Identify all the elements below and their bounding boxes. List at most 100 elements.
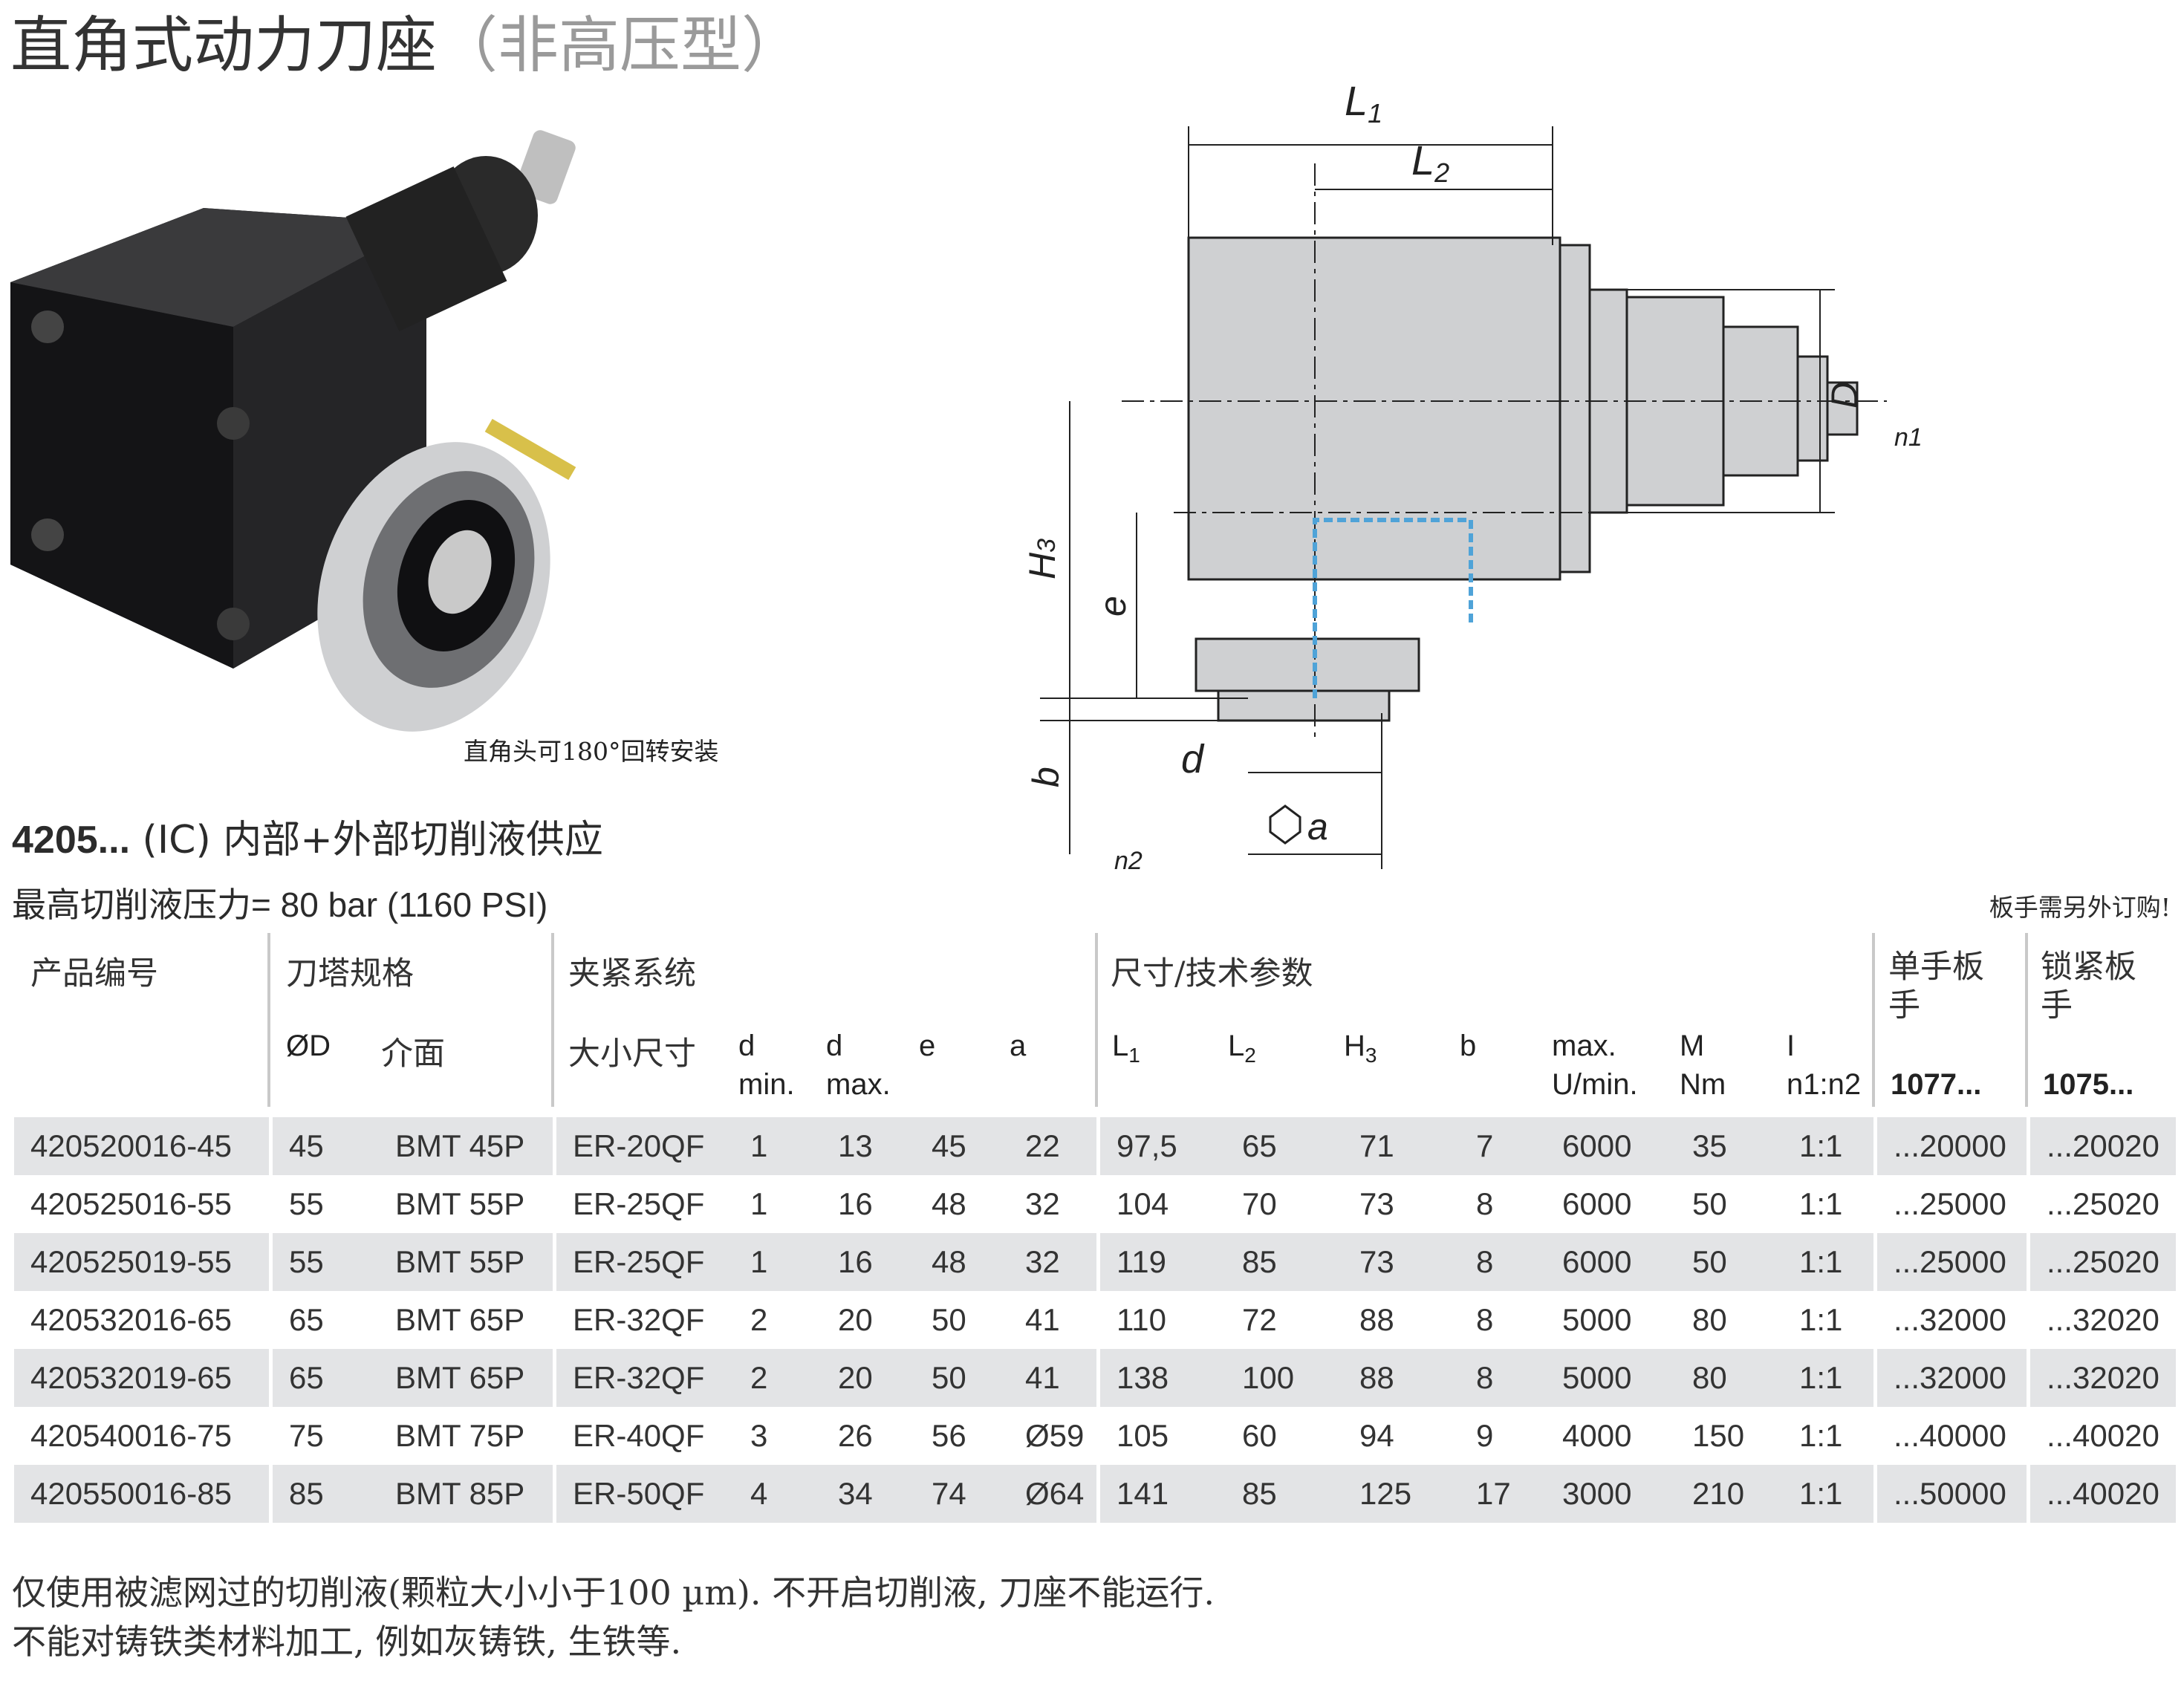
- cell-b: 17: [1460, 1465, 1546, 1523]
- header-H3: H3: [1344, 1030, 1377, 1067]
- header-L2: L2: [1228, 1030, 1256, 1067]
- cell-L1: 104: [1096, 1175, 1226, 1233]
- cell-d-min: 1: [734, 1233, 822, 1291]
- header-wrench2-code: 1075...: [2043, 1068, 2134, 1101]
- cell-ratio: 1:1: [1783, 1233, 1873, 1291]
- cell-L2: 85: [1226, 1233, 1343, 1291]
- cell-collet-size: ER-25QF: [553, 1175, 734, 1233]
- header-dmax-sub: max.: [826, 1068, 891, 1101]
- cell-product-number: 420520016-45: [14, 1117, 269, 1175]
- cell-single-wrench: ...32000: [1873, 1291, 2027, 1349]
- cell-interface: BMT 55P: [379, 1233, 553, 1291]
- cell-ratio: 1:1: [1783, 1349, 1873, 1407]
- cell-H3: 88: [1343, 1349, 1460, 1407]
- header-dims: 尺寸/技术参数: [1111, 955, 1313, 992]
- cell-max-rpm: 3000: [1546, 1465, 1676, 1523]
- cell-e: 74: [915, 1465, 1009, 1523]
- cell-torque: 150: [1692, 1418, 1745, 1453]
- label-e: e: [1092, 596, 1134, 617]
- cell-d-min: 4: [734, 1465, 822, 1523]
- cell-collet-size: ER-32QF: [553, 1291, 734, 1349]
- cell-L2: 85: [1226, 1465, 1343, 1523]
- cell-a: 41: [1009, 1349, 1096, 1407]
- cell-d-max: 16: [838, 1186, 873, 1221]
- cell-collet-size: ER-50QF: [553, 1465, 734, 1523]
- label-d: d: [1181, 737, 1205, 781]
- cell-L1: 110: [1096, 1291, 1226, 1349]
- cell-H3: 125: [1343, 1465, 1460, 1523]
- cell-d-max: 13: [822, 1117, 915, 1175]
- header-product: 产品编号: [30, 955, 158, 992]
- cell-single-wrench: ...32000: [1873, 1349, 2027, 1407]
- header-a: a: [1010, 1030, 1027, 1062]
- cell-H3: 71: [1343, 1117, 1460, 1175]
- cell-b: 8: [1460, 1349, 1546, 1407]
- table-header: 产品编号 刀塔规格 夹紧系统 尺寸/技术参数 单手板手 锁紧板手 ØD 介面 大…: [14, 933, 2176, 1111]
- photo-caption: 直角头可180°回转安装: [464, 737, 719, 766]
- wrench-note: 板手需另外订购!: [1989, 893, 2171, 922]
- cell-single-wrench: ...25000: [1873, 1233, 2027, 1291]
- cell-b: 8: [1476, 1186, 1494, 1221]
- cell-product-number: 420525016-55: [30, 1186, 232, 1221]
- header-clamp: 夹紧系统: [568, 955, 696, 992]
- label-D: D: [1824, 382, 1865, 409]
- cell-b: 9: [1476, 1418, 1494, 1453]
- cell-e: 48: [915, 1233, 1009, 1291]
- label-n1: n1: [1894, 423, 1923, 452]
- cell-product-number: 420550016-85: [14, 1465, 269, 1523]
- cell-product-number: 420525019-55: [14, 1233, 269, 1291]
- footer-note-2: 不能对铸铁类材料加工, 例如灰铸铁, 生铁等.: [12, 1622, 682, 1662]
- cell-od: 55: [269, 1233, 379, 1291]
- header-od: ØD: [286, 1030, 331, 1062]
- label-n2: n2: [1114, 847, 1143, 875]
- cell-L1: 97,5: [1096, 1117, 1226, 1175]
- cell-interface: BMT 85P: [379, 1465, 553, 1523]
- cell-interface: BMT 65P: [395, 1302, 525, 1337]
- cell-product-number: 420532019-65: [14, 1349, 269, 1407]
- label-b: b: [1025, 767, 1067, 787]
- cell-interface: BMT 45P: [379, 1117, 553, 1175]
- header-dmax: d: [826, 1030, 843, 1062]
- header-torque: M: [1680, 1030, 1705, 1062]
- cell-single-wrench: ...25000: [1873, 1175, 2027, 1233]
- cell-max-rpm: 4000: [1562, 1418, 1632, 1453]
- cell-d-min: 2: [750, 1302, 768, 1337]
- cell-collet-size: ER-32QF: [553, 1349, 734, 1407]
- cell-interface: BMT 55P: [395, 1186, 525, 1221]
- cell-d-min: 1: [734, 1117, 822, 1175]
- technical-drawing: L1 L2 D n1 H3 e b d n2 a: [1025, 77, 1923, 875]
- cell-lock-wrench: ...32020: [2027, 1291, 2176, 1349]
- cell-d-max: 34: [822, 1465, 915, 1523]
- cell-lock-wrench: ...25020: [2027, 1233, 2176, 1291]
- header-ratio: I: [1787, 1030, 1795, 1062]
- cell-torque: 35: [1676, 1117, 1783, 1175]
- cell-max-rpm: 6000: [1546, 1117, 1676, 1175]
- cell-od: 55: [269, 1175, 379, 1233]
- series-desc: (IC) 内部+外部切削液供应: [130, 818, 603, 862]
- header-b: b: [1460, 1030, 1477, 1062]
- cell-H3: 73: [1359, 1186, 1394, 1221]
- cell-torque: 210: [1676, 1465, 1783, 1523]
- cell-od: 85: [269, 1465, 379, 1523]
- cell-od: 65: [269, 1349, 379, 1407]
- header-turret: 刀塔规格: [286, 955, 414, 992]
- cell-ratio: 1:1: [1783, 1117, 1873, 1175]
- header-wrench1-code: 1077...: [1891, 1068, 1982, 1101]
- cell-d-min: 2: [734, 1349, 822, 1407]
- cell-single-wrench: ...20000: [1873, 1117, 2027, 1175]
- cell-lock-wrench: ...20020: [2027, 1117, 2176, 1175]
- cell-lock-wrench: ...32020: [2027, 1349, 2176, 1407]
- cell-L2: 65: [1226, 1117, 1343, 1175]
- max-pressure: 最高切削液压力= 80 bar (1160 PSI): [12, 885, 548, 924]
- cell-H3: 94: [1359, 1418, 1394, 1453]
- cell-L1: 141: [1096, 1465, 1226, 1523]
- cell-L2: 100: [1226, 1349, 1343, 1407]
- cell-od: 45: [269, 1117, 379, 1175]
- cell-b: 8: [1476, 1302, 1494, 1337]
- cell-od: 75: [269, 1407, 379, 1465]
- cell-L1: 105: [1096, 1407, 1226, 1465]
- cell-e: 56: [932, 1418, 966, 1453]
- cell-interface: BMT 75P: [395, 1418, 525, 1453]
- label-a: a: [1307, 806, 1328, 848]
